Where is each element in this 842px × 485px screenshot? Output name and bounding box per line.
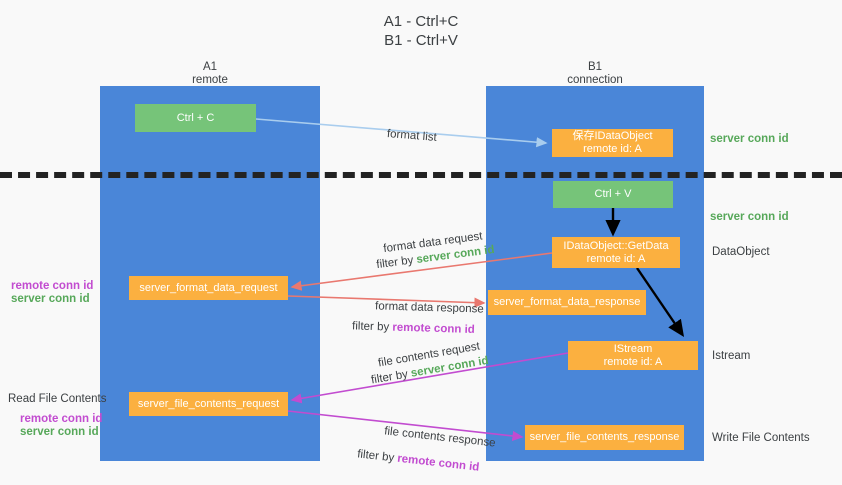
label-format-list-text: format list [386, 127, 438, 144]
box-idataobject-getdata[interactable]: IDataObject::GetData remote id: A [552, 237, 680, 268]
box-server-format-data-response-label: server_format_data_response [493, 296, 641, 308]
box-save-idataobject-line1: 保存IDataObject [572, 130, 653, 142]
box-ctrl-c-label: Ctrl + C [176, 111, 215, 124]
box-server-format-data-request-label: server_format_data_request [139, 281, 278, 294]
column-a1-title: A1 [202, 61, 218, 73]
box-ctrl-v[interactable]: Ctrl + V [553, 181, 673, 208]
left-label-remote-conn-id-1: remote conn id [11, 280, 94, 292]
label-filter-prefix-4: filter by [356, 448, 398, 465]
box-ctrl-c[interactable]: Ctrl + C [135, 104, 256, 132]
label-filter-value-remote-conn-id-2: remote conn id [396, 452, 480, 474]
box-save-idataobject-line2: remote id: A [583, 143, 642, 155]
box-idataobject-getdata-line2: remote id: A [586, 252, 646, 265]
right-label-istream: Istream [712, 350, 751, 362]
label-filter-value-server-conn-id-1: server conn id [415, 243, 496, 266]
left-label-server-conn-id-2: server conn id [20, 426, 99, 438]
box-istream[interactable]: IStream remote id: A [568, 341, 698, 370]
left-label-read-file-contents: Read File Contents [8, 393, 107, 405]
left-label-remote-conn-id-2: remote conn id [20, 413, 103, 425]
box-server-format-data-response[interactable]: server_format_data_response [488, 290, 646, 315]
label-filter-prefix-2: filter by [351, 320, 393, 334]
right-label-dataobject: DataObject [712, 246, 770, 258]
box-server-format-data-request[interactable]: server_format_data_request [129, 276, 288, 300]
label-filter-value-server-conn-id-2: server conn id [409, 354, 490, 380]
diagram-title-line1: A1 - Ctrl+C [383, 13, 459, 30]
label-filter-prefix-3: filter by [370, 367, 412, 387]
right-label-server-conn-id-top: server conn id [710, 133, 789, 145]
box-idataobject-getdata-line1: IDataObject::GetData [563, 239, 669, 252]
right-label-write-file-contents: Write File Contents [712, 432, 810, 444]
diagram-title-line2: B1 - Ctrl+V [384, 32, 458, 49]
column-b1-title: B1 [587, 61, 603, 73]
column-a1-subtitle: remote [192, 74, 228, 86]
box-save-idataobject[interactable]: 保存IDataObject remote id: A [552, 129, 673, 157]
box-server-file-contents-response[interactable]: server_file_contents_response [525, 425, 684, 450]
right-label-server-conn-id-mid: server conn id [710, 211, 789, 223]
box-server-file-contents-request-label: server_file_contents_request [137, 397, 280, 410]
label-format-list: format list [372, 111, 438, 161]
column-b1-subtitle: connection [567, 74, 623, 86]
phase-separator-dashed-line [0, 172, 842, 178]
box-ctrl-v-label: Ctrl + V [594, 188, 632, 200]
box-istream-line2: remote id: A [603, 355, 663, 368]
box-server-file-contents-response-label: server_file_contents_response [529, 431, 680, 443]
box-istream-line1: IStream [613, 342, 653, 355]
left-label-server-conn-id-1: server conn id [11, 293, 90, 305]
box-server-file-contents-request[interactable]: server_file_contents_request [129, 392, 288, 416]
label-filter-prefix-1: filter by [375, 254, 418, 272]
